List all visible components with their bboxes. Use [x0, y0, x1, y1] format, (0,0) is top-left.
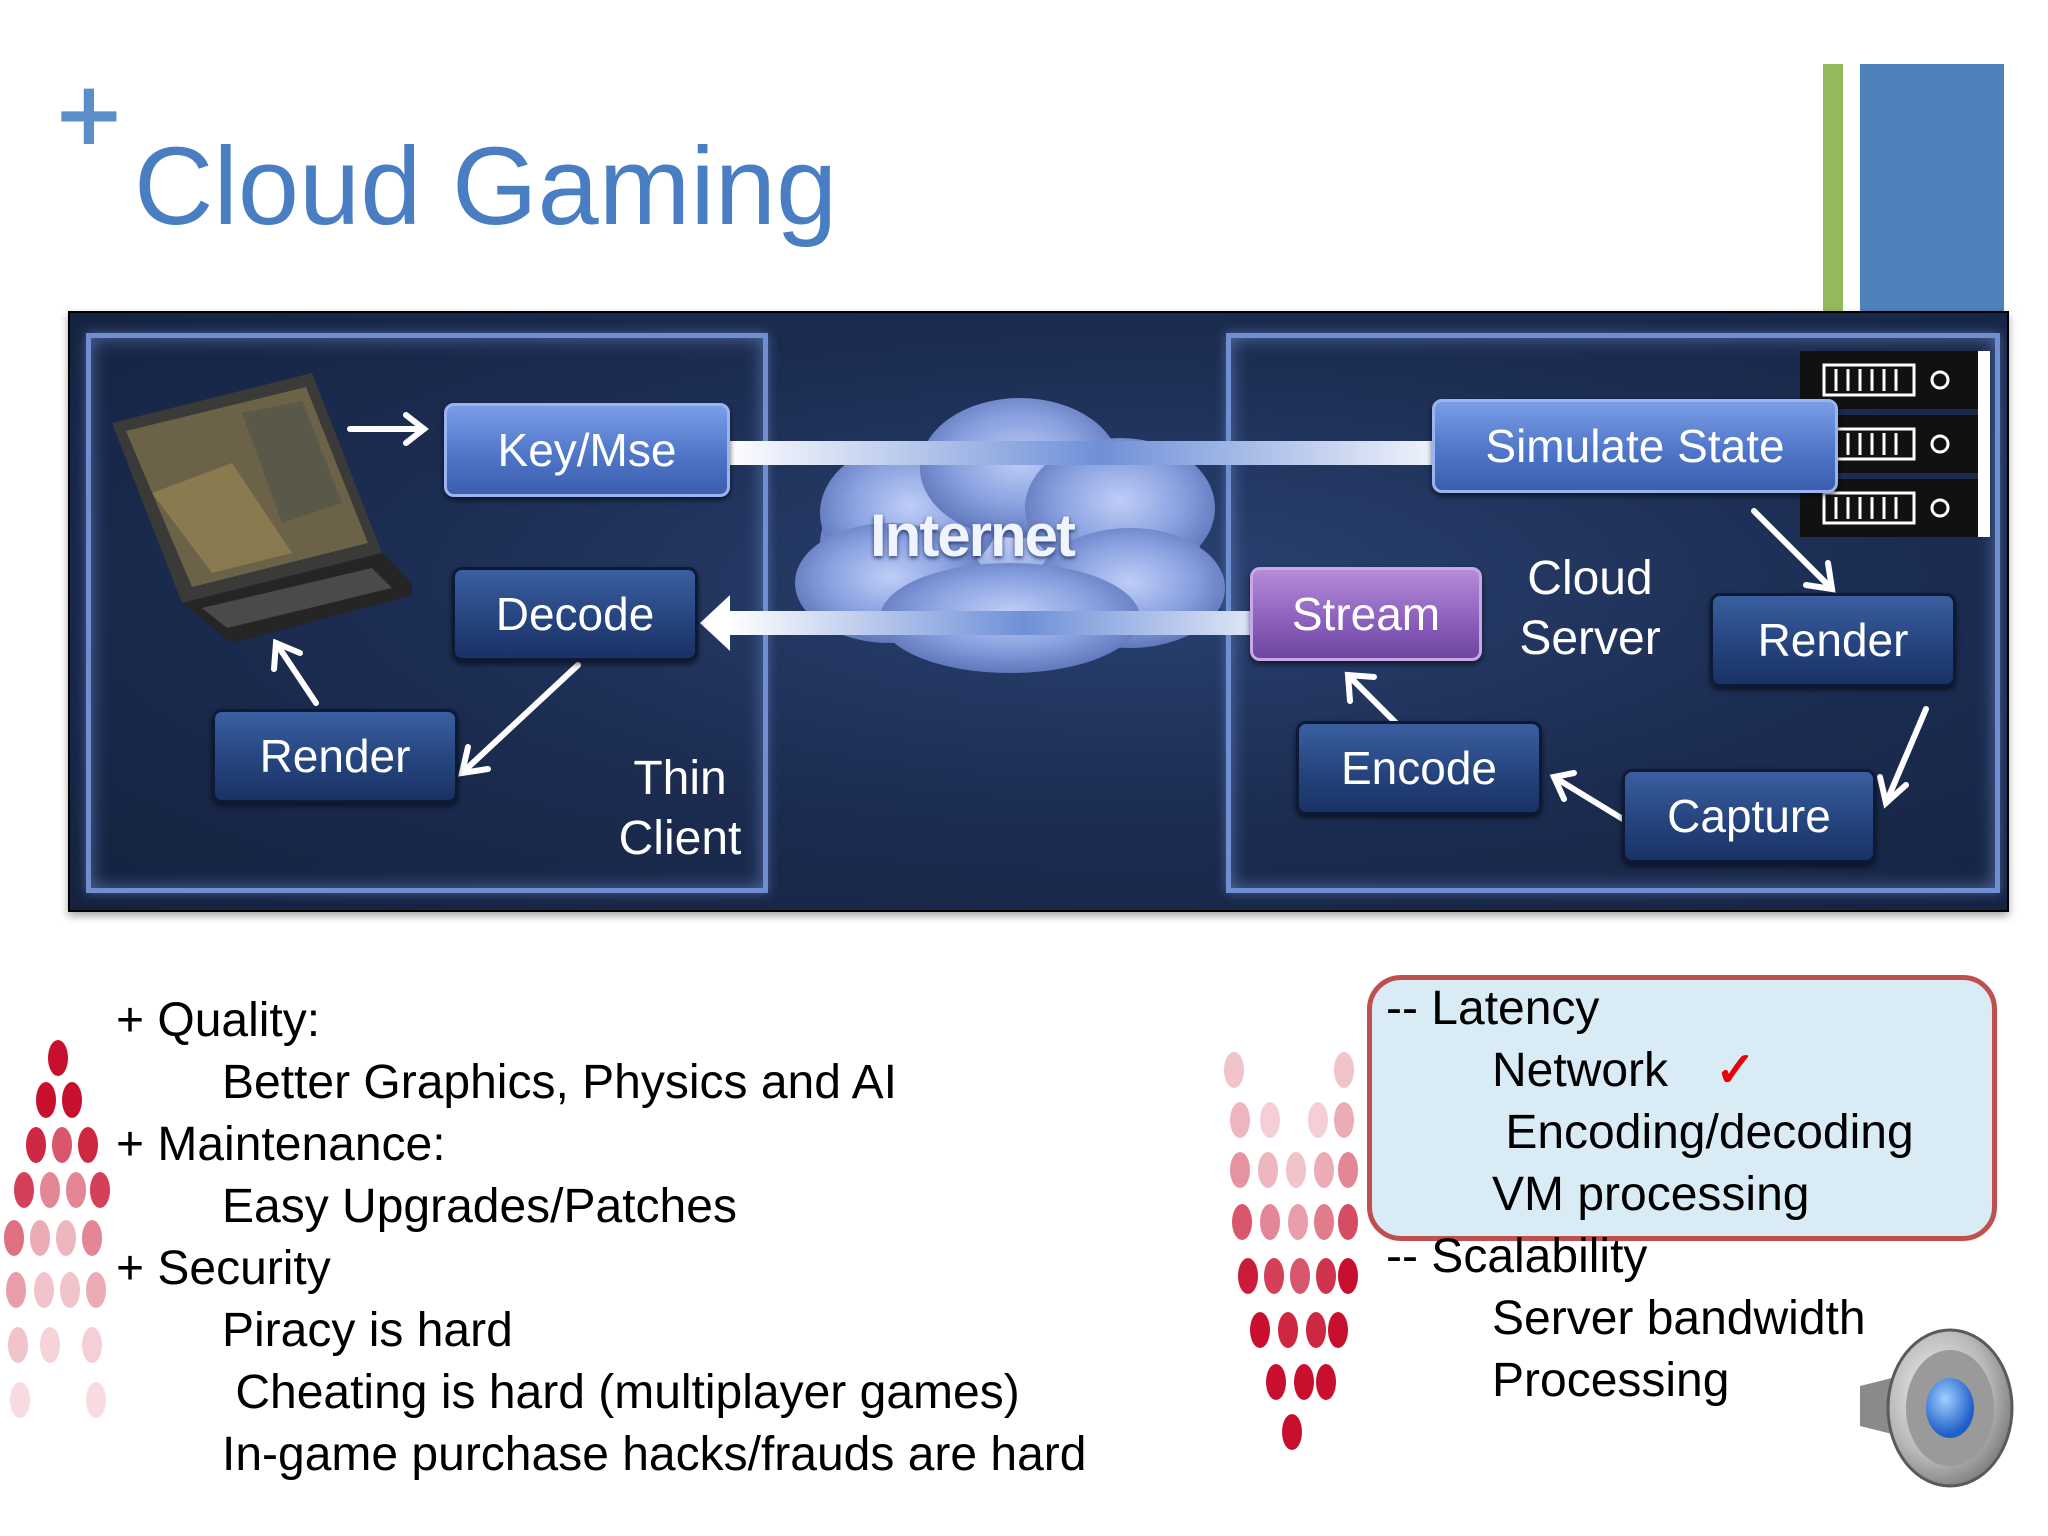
- cons-latency-encoding: Encoding/decoding: [1492, 1106, 1914, 1159]
- pros-list: + Quality: Better Graphics, Physics and …: [116, 990, 1086, 1486]
- render-box-client: Render: [212, 709, 458, 803]
- slide-title: Cloud Gaming: [134, 125, 838, 248]
- pros-security-heading: + Security: [116, 1242, 331, 1295]
- pros-quality-item: Better Graphics, Physics and AI: [222, 1056, 897, 1109]
- laptop-image: [112, 373, 412, 643]
- pros-quality-heading: + Quality:: [116, 994, 321, 1047]
- key-mse-box: Key/Mse: [444, 403, 730, 497]
- accent-bar-green: [1823, 64, 1843, 312]
- cons-latency-network-label: Network: [1492, 1044, 1669, 1097]
- decorative-dots-right: [1224, 1052, 1358, 1450]
- simulate-state-box: Simulate State: [1432, 399, 1838, 493]
- server-rack-icon: [1800, 351, 1990, 537]
- pros-security-item-cheating: Cheating is hard (multiplayer games): [222, 1366, 1020, 1419]
- input-flow-arrow: [725, 441, 1475, 465]
- cons-latency-heading: -- Latency: [1386, 982, 1600, 1035]
- cons-list: -- Latency Network ✓ Encoding/decoding V…: [1386, 978, 1914, 1412]
- decode-box-client: Decode: [452, 567, 698, 661]
- cloud-server-label-line2: Server: [1519, 612, 1661, 665]
- plus-mark: +: [52, 62, 126, 165]
- pros-security-item-piracy: Piracy is hard: [222, 1304, 513, 1357]
- pros-maintenance-heading: + Maintenance:: [116, 1118, 446, 1171]
- thin-client-label-line2: Client: [618, 812, 742, 865]
- cons-scalability-heading: -- Scalability: [1386, 1230, 1648, 1283]
- cons-scalability-processing: Processing: [1492, 1354, 1730, 1407]
- architecture-diagram: Internet: [68, 311, 2009, 912]
- accent-bar-blue: [1860, 64, 2004, 312]
- thin-client-label-line1: Thin: [633, 752, 727, 805]
- flow-arrows: [271, 412, 1929, 824]
- decorative-dots-left: [4, 1040, 110, 1418]
- speaker-icon[interactable]: [1840, 1316, 2020, 1496]
- encode-box: Encode: [1296, 721, 1542, 815]
- cloud-server-label-line1: Cloud: [1527, 552, 1653, 605]
- thin-client-label: Thin Client: [580, 749, 780, 869]
- render-box-server: Render: [1710, 593, 1956, 687]
- cons-latency-network: Network ✓: [1386, 1040, 1914, 1102]
- cloud-server-label: Cloud Server: [1500, 549, 1680, 669]
- capture-box: Capture: [1622, 769, 1876, 863]
- internet-label: Internet: [870, 502, 1076, 569]
- pros-security-item-purchase: In-game purchase hacks/frauds are hard: [222, 1428, 1087, 1481]
- cons-scalability-bandwidth: Server bandwidth: [1492, 1292, 1866, 1345]
- cons-latency-vm: VM processing: [1492, 1168, 1810, 1221]
- latency-highlight-box: [1367, 975, 1997, 1241]
- stream-box: Stream: [1250, 567, 1482, 661]
- video-flow-arrow: [728, 611, 1320, 635]
- checkmark-icon: ✓: [1715, 1044, 1756, 1097]
- pros-maintenance-item: Easy Upgrades/Patches: [222, 1180, 737, 1233]
